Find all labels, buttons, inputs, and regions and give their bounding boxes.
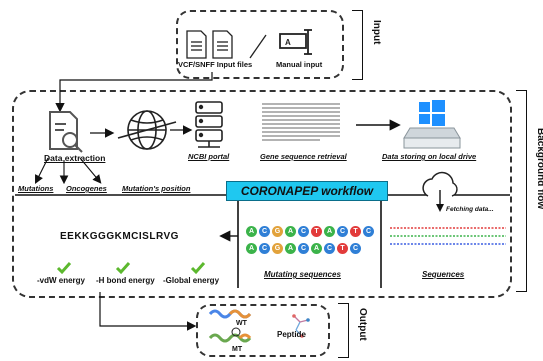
mutating-sequences-label: Mutating sequences [264, 270, 341, 279]
dna-base: C [298, 243, 309, 254]
workflow-title: CORONAPEP workflow [240, 184, 374, 198]
vdw-energy-label: -vdW energy [37, 276, 86, 285]
check-icon [56, 262, 72, 275]
text-input-icon: A [279, 29, 312, 55]
dna-base: C [363, 226, 374, 237]
to-output-arrow [99, 292, 197, 331]
mutations-label: Mutations [18, 184, 54, 193]
data-extraction-label: Data extraction [44, 153, 106, 163]
peptide-label: Peptide [277, 330, 306, 339]
protein-wt-icon [208, 309, 252, 319]
mt-label: MT [232, 346, 243, 353]
dna-base: G [272, 226, 283, 237]
dna-base: C [259, 243, 270, 254]
gene-retrieval-label: Gene sequence retrieval [260, 152, 347, 161]
globe-icon [117, 110, 177, 150]
server-icon [195, 101, 223, 148]
global-energy-label: -Global energy [163, 276, 220, 285]
check-icon [115, 262, 131, 275]
fetching-label: Fetching data... [446, 206, 494, 213]
divider-slash [249, 34, 267, 59]
svg-text:A: A [285, 38, 291, 47]
dna-base: A [311, 243, 322, 254]
dna-base: A [285, 243, 296, 254]
input-panel [176, 10, 344, 79]
dna-base: C [337, 226, 348, 237]
ncbi-label: NCBI portal [188, 152, 230, 161]
dna-base: C [350, 243, 361, 254]
to-position-arrow [79, 157, 102, 184]
dna-base: G [272, 243, 283, 254]
workflow-banner: CORONAPEP workflow [226, 181, 388, 201]
protein-mt-icon [208, 327, 252, 343]
dna-base: A [285, 226, 296, 237]
peptide-sequence: EEKKGGGKMCISLRVG [60, 231, 179, 242]
dna-base: T [311, 226, 322, 237]
input-bracket [352, 10, 363, 80]
dna-base: T [350, 226, 361, 237]
manual-input-label: Manual input [276, 60, 323, 69]
file-icon [186, 30, 233, 59]
background-panel [12, 90, 512, 298]
document-search-icon [49, 111, 83, 153]
data-storing-label: Data storing on local drive [382, 152, 477, 161]
input-to-extraction-arrow [55, 72, 213, 113]
dna-base: T [337, 243, 348, 254]
hbond-energy-label: -H bond energy [96, 276, 155, 285]
dna-base: A [246, 226, 257, 237]
hard-drive-icon [403, 100, 461, 149]
dna-base: C [298, 226, 309, 237]
sequences-label: Sequences [422, 270, 465, 279]
down-arrow [436, 204, 444, 212]
input-files-label: VCF/SNFF Input files [178, 60, 253, 69]
wt-label: WT [236, 320, 247, 327]
background-bracket [516, 90, 527, 292]
dna-base: C [324, 243, 335, 254]
gene-sequence-block [262, 103, 340, 141]
output-bracket [338, 303, 349, 358]
dna-base: C [259, 226, 270, 237]
peptide-molecule-icon [292, 314, 310, 338]
to-mutations-arrow [35, 157, 49, 184]
mutation-position-label: Mutation's position [122, 184, 191, 193]
check-icon [190, 262, 206, 275]
output-panel [196, 304, 330, 357]
dna-base: A [324, 226, 335, 237]
oncogenes-label: Oncogenes [66, 184, 107, 193]
dna-base: A [246, 243, 257, 254]
